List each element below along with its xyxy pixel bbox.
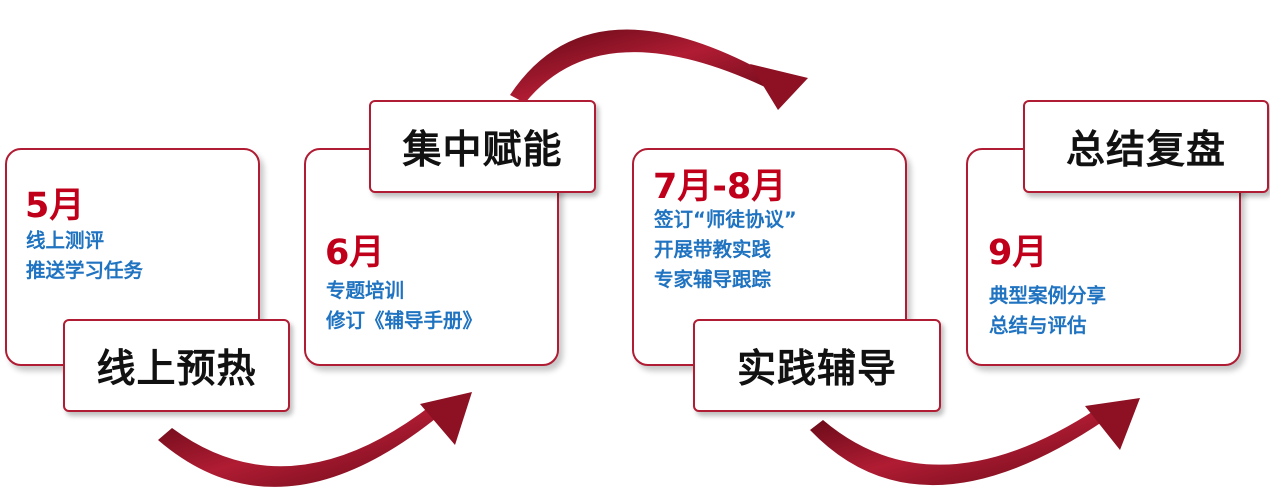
stage-item: 开展带教实践	[654, 238, 772, 261]
stage-month: 7月-8月	[653, 167, 787, 207]
stage-month: 6月	[325, 233, 385, 273]
stage-title: 实践辅导	[693, 319, 941, 412]
arrow-stage2-to-stage3	[510, 29, 808, 110]
stage-item: 修订《辅导手册》	[326, 309, 483, 332]
stage-item: 签订“师徒协议”	[654, 208, 797, 231]
stage-item: 线上测评	[26, 229, 105, 252]
stage-month: 9月	[988, 233, 1048, 273]
stage-item: 专题培训	[326, 279, 405, 302]
arrow-stage3-to-stage4	[810, 398, 1140, 486]
stage-item: 总结与评估	[989, 314, 1087, 337]
stage-title: 集中赋能	[369, 100, 596, 193]
stage-month: 5月	[25, 186, 85, 226]
stage-item: 推送学习任务	[26, 259, 144, 282]
stage-item: 专家辅导跟踪	[654, 268, 772, 291]
stage-title: 线上预热	[63, 319, 290, 412]
stage-item: 典型案例分享	[989, 284, 1107, 307]
arrow-stage1-to-stage2	[158, 392, 472, 487]
stage-title: 总结复盘	[1023, 100, 1269, 193]
